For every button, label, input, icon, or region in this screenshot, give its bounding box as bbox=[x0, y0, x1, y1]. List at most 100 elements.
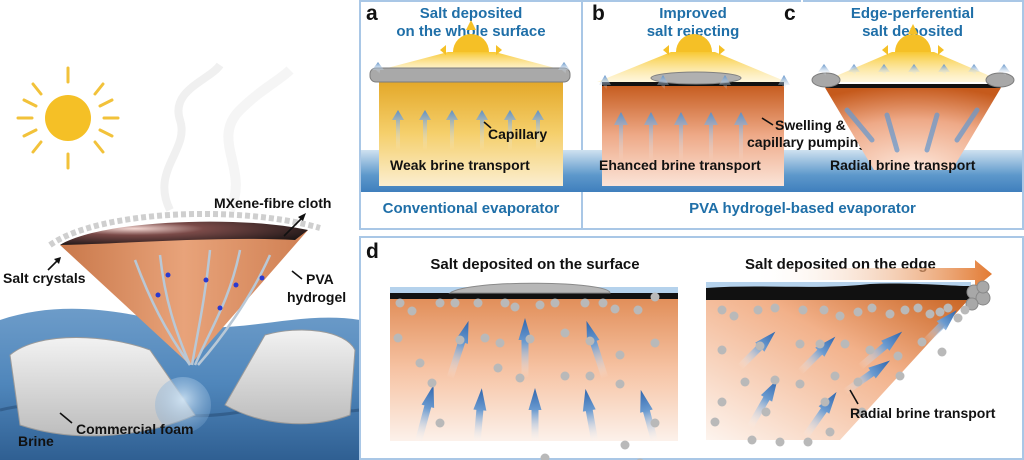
radial-flow-arrow bbox=[922, 310, 957, 345]
salt-ion-dot bbox=[830, 371, 840, 381]
salt-ion-dot bbox=[917, 337, 927, 347]
radial-flow-arrow bbox=[746, 379, 778, 429]
salt-ion-dot bbox=[740, 377, 750, 387]
salt-ion-dot bbox=[770, 375, 780, 385]
vapor-wisps bbox=[160, 62, 294, 213]
brine-flow-arrow bbox=[518, 318, 532, 378]
brine-flow-arrow bbox=[446, 320, 469, 380]
salt-ion-dot bbox=[775, 437, 785, 447]
salt-ion-dot bbox=[395, 298, 405, 308]
salt-ion-dot bbox=[717, 305, 727, 315]
salt-ion-dot bbox=[480, 333, 490, 343]
arrow-pva bbox=[291, 270, 303, 280]
salt-ion-dot bbox=[495, 338, 505, 348]
brine-flow-arrow bbox=[640, 389, 659, 444]
salt-ion-dot bbox=[761, 407, 771, 417]
arrow-foam bbox=[59, 412, 73, 424]
salt-ion-dot bbox=[535, 300, 545, 310]
salt-ion-dot bbox=[770, 303, 780, 313]
panel-b-title-line1: Improved bbox=[659, 5, 727, 22]
divider-a-b bbox=[581, 0, 583, 228]
salt-ion-dot bbox=[819, 305, 829, 315]
brine-flow-arrow bbox=[582, 388, 599, 444]
brine-water bbox=[0, 308, 361, 460]
salt-ion-dot bbox=[598, 298, 608, 308]
salt-ion-dot bbox=[650, 418, 660, 428]
salt-ion-dot bbox=[913, 303, 923, 313]
salt-ion-dot bbox=[710, 417, 720, 427]
salt-ion-dot bbox=[803, 437, 813, 447]
panel-d-left-title: Salt deposited on the surface bbox=[430, 256, 640, 273]
salt-ion-dot bbox=[865, 345, 875, 355]
salt-ion-dot bbox=[515, 373, 525, 383]
salt-ion-dot bbox=[560, 328, 570, 338]
salt-ion-dot bbox=[795, 379, 805, 389]
left-illustration: MXene-fibre cloth Salt crystals PVA hydr… bbox=[0, 0, 361, 460]
salt-ion-dot bbox=[415, 358, 425, 368]
salt-ion-dot bbox=[960, 305, 970, 315]
salt-ion-dot bbox=[895, 371, 905, 381]
salt-ion-dot bbox=[633, 305, 643, 315]
salt-ion-dot bbox=[650, 338, 660, 348]
salt-ion-dot bbox=[620, 440, 630, 450]
panel-b-diagram bbox=[597, 34, 790, 186]
salt-ion-dot bbox=[500, 298, 510, 308]
salt-ion-dot bbox=[729, 311, 739, 321]
panel-a-bottom-label: Weak brine transport bbox=[390, 157, 530, 173]
salt-ion-dot bbox=[747, 435, 757, 445]
panel-b-title-line2: salt rejecting bbox=[646, 23, 740, 40]
panel-a-title-line2: on the whole surface bbox=[396, 23, 546, 40]
panel-letter-d: d bbox=[366, 240, 379, 263]
panel-letter-b: b bbox=[592, 2, 605, 25]
salt-ion-dot bbox=[755, 341, 765, 351]
brine-flow-arrow bbox=[528, 388, 542, 443]
salt-ion-dot bbox=[825, 427, 835, 437]
salt-ion-dot bbox=[473, 298, 483, 308]
radial-flow-arrow bbox=[842, 360, 891, 395]
salt-ion-dot bbox=[560, 371, 570, 381]
salt-ion-dot bbox=[835, 311, 845, 321]
salt-ion-dot bbox=[893, 351, 903, 361]
group-label-conventional: Conventional evaporator bbox=[382, 200, 560, 217]
radial-flow-arrow bbox=[857, 331, 903, 370]
label-pva-line2: hydrogel bbox=[287, 289, 347, 305]
salt-ion-dot bbox=[717, 345, 727, 355]
panel-letter-a: a bbox=[366, 2, 378, 25]
salt-ion-dot bbox=[943, 303, 953, 313]
salt-ion-dot bbox=[550, 298, 560, 308]
salt-ion-dot bbox=[435, 418, 445, 428]
panel-d-frame bbox=[359, 236, 1024, 460]
salt-ion-dot bbox=[953, 313, 963, 323]
salt-ion-dot bbox=[840, 339, 850, 349]
salt-ion-dot bbox=[525, 334, 535, 344]
salt-ion-dot bbox=[925, 309, 935, 319]
salt-ion-dot bbox=[798, 305, 808, 315]
salt-ion-dot bbox=[820, 397, 830, 407]
salt-ion-dot bbox=[900, 305, 910, 315]
label-brine: Brine bbox=[18, 433, 54, 449]
panel-letter-c: c bbox=[784, 2, 796, 25]
panel-a-annotation-capillary: Capillary bbox=[488, 126, 548, 142]
salt-ion-dot bbox=[937, 347, 947, 357]
brine-flow-arrow bbox=[414, 385, 435, 444]
salt-ion-dot bbox=[615, 350, 625, 360]
brine-flow-arrow bbox=[586, 320, 609, 380]
salt-ion-dot bbox=[650, 292, 660, 302]
salt-ion-dot bbox=[815, 339, 825, 349]
divider-b-c bbox=[801, 0, 803, 192]
salt-ion-dot bbox=[753, 305, 763, 315]
panel-abc-frame bbox=[359, 0, 1024, 230]
panel-c-title-line1: Edge-perferential bbox=[850, 5, 975, 22]
salt-ion-dot bbox=[510, 302, 520, 312]
salt-ion-dot bbox=[455, 335, 465, 345]
salt-ion-dot bbox=[427, 378, 437, 388]
salt-ion-dot bbox=[585, 371, 595, 381]
salt-ion-dot bbox=[393, 333, 403, 343]
hydrogel-cone bbox=[48, 210, 321, 366]
salt-ion-dot bbox=[435, 298, 445, 308]
salt-ion-dot bbox=[853, 307, 863, 317]
radial-flow-arrow bbox=[797, 336, 836, 375]
salt-ion-dot bbox=[580, 298, 590, 308]
panel-d-right-annotation: Radial brine transport bbox=[850, 405, 996, 421]
panel-c-diagram bbox=[811, 24, 1015, 170]
